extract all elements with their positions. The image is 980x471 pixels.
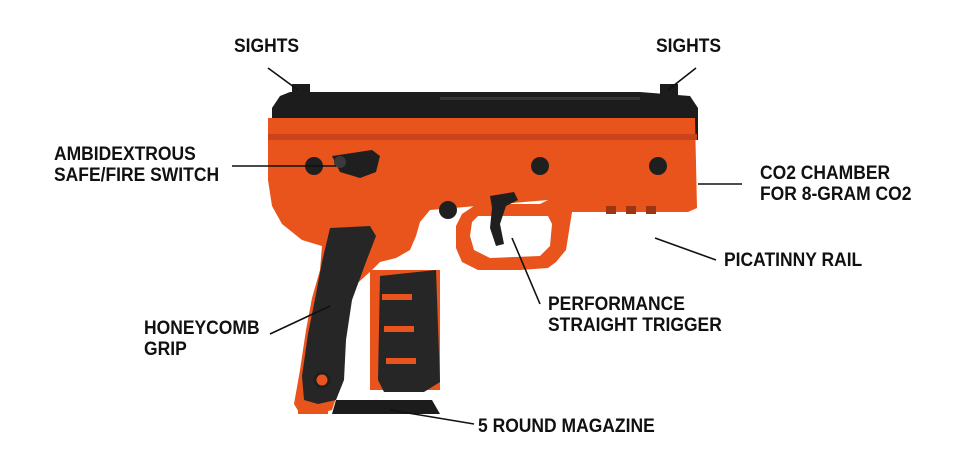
frame-bottom	[298, 404, 328, 414]
label-sights-left: SIGHTS	[234, 36, 299, 57]
leader-rail	[654, 237, 717, 261]
trigger	[490, 192, 518, 246]
label-co2-chamber: CO2 CHAMBER FOR 8-GRAM CO2	[760, 163, 912, 205]
pin-2	[531, 157, 549, 175]
label-co2-line1: CO2 CHAMBER	[760, 163, 891, 184]
label-grip: HONEYCOMB GRIP	[144, 318, 260, 360]
label-sights-right: SIGHTS	[656, 36, 721, 57]
safety-switch	[332, 150, 380, 178]
leader-grip	[269, 305, 331, 335]
label-picatinny-rail-text: PICATINNY RAIL	[724, 250, 863, 271]
frame-shadow-strip	[268, 134, 697, 140]
label-trigger-line2: STRAIGHT TRIGGER	[548, 315, 722, 336]
rail-slot-1	[606, 206, 616, 214]
label-trigger: PERFORMANCE STRAIGHT TRIGGER	[548, 294, 722, 336]
pin-3	[649, 157, 667, 175]
magazine-base	[332, 400, 440, 414]
leader-sights-left	[267, 67, 299, 91]
sight-rear	[292, 84, 310, 96]
grip-slot-a	[382, 294, 412, 300]
label-grip-line1: HONEYCOMB	[144, 318, 260, 339]
label-safe-switch-line1: AMBIDEXTROUS	[54, 144, 196, 165]
leader-trigger	[511, 237, 541, 305]
label-trigger-line1: PERFORMANCE	[548, 294, 685, 315]
lanyard-pin	[313, 371, 331, 389]
trigger-guard-cutout	[470, 216, 552, 258]
label-safe-switch-line2: SAFE/FIRE SWITCH	[54, 165, 220, 186]
grip-panel	[302, 226, 376, 404]
label-sights-right-text: SIGHTS	[656, 36, 722, 57]
rail-slot-3	[646, 206, 656, 214]
label-grip-line2: GRIP	[144, 339, 187, 360]
label-safe-switch: AMBIDEXTROUS SAFE/FIRE SWITCH	[54, 144, 219, 186]
rail-slot-2	[626, 206, 636, 214]
grip-slot-c	[386, 358, 416, 364]
label-magazine: 5 ROUND MAGAZINE	[478, 416, 655, 437]
label-co2-line2: FOR 8-GRAM CO2	[760, 184, 912, 205]
grip-slot-b	[384, 326, 414, 332]
label-sights-left-text: SIGHTS	[234, 36, 300, 57]
frame	[268, 118, 697, 414]
pin-4	[439, 201, 457, 219]
label-magazine-text: 5 ROUND MAGAZINE	[478, 416, 655, 437]
leader-sights-right	[667, 67, 697, 91]
leader-magazine	[389, 409, 475, 425]
slide-serrations	[440, 97, 640, 100]
label-picatinny-rail: PICATINNY RAIL	[724, 250, 862, 271]
